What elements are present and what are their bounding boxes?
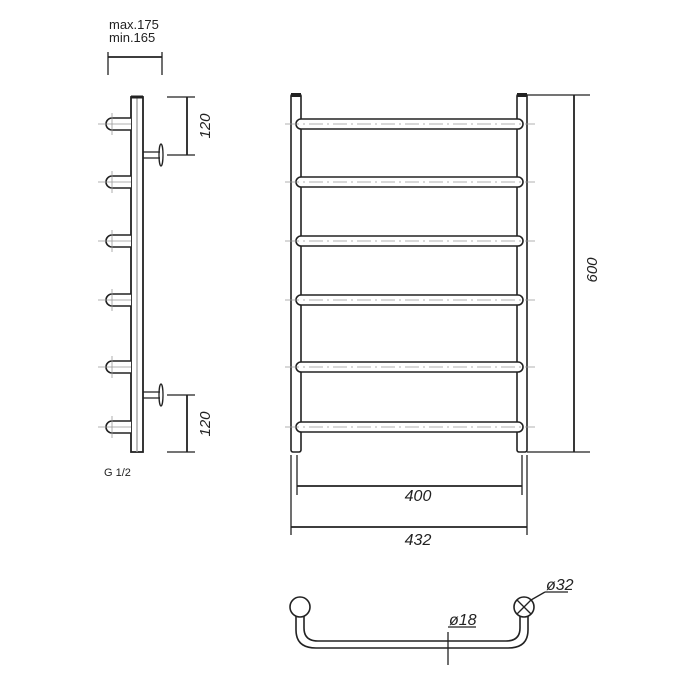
thread-label: G 1/2 <box>104 467 131 479</box>
depth-max-label: max.175 <box>109 17 159 32</box>
post-diameter-label: ø32 <box>546 577 574 594</box>
top-view <box>289 591 568 665</box>
front-view <box>285 93 590 535</box>
top-spacing-label: 120 <box>197 113 214 139</box>
rung-stubs <box>98 113 131 438</box>
rungs <box>285 118 535 433</box>
rung-diameter-label: ø18 <box>449 612 477 629</box>
right-post <box>516 93 528 453</box>
outer-width-label: 432 <box>405 532 432 549</box>
wall-mount-bottom <box>143 383 164 407</box>
wall-mount-top <box>143 143 164 167</box>
side-view <box>98 52 195 453</box>
u-rung-outer <box>295 616 529 649</box>
bottom-spacing-label: 120 <box>197 411 214 437</box>
depth-min-label: min.165 <box>109 30 155 45</box>
inner-width-label: 400 <box>405 488 432 505</box>
left-post <box>290 93 302 453</box>
post-section-left <box>289 596 311 618</box>
height-label: 600 <box>584 257 601 283</box>
u-rung-inner <box>303 616 521 642</box>
